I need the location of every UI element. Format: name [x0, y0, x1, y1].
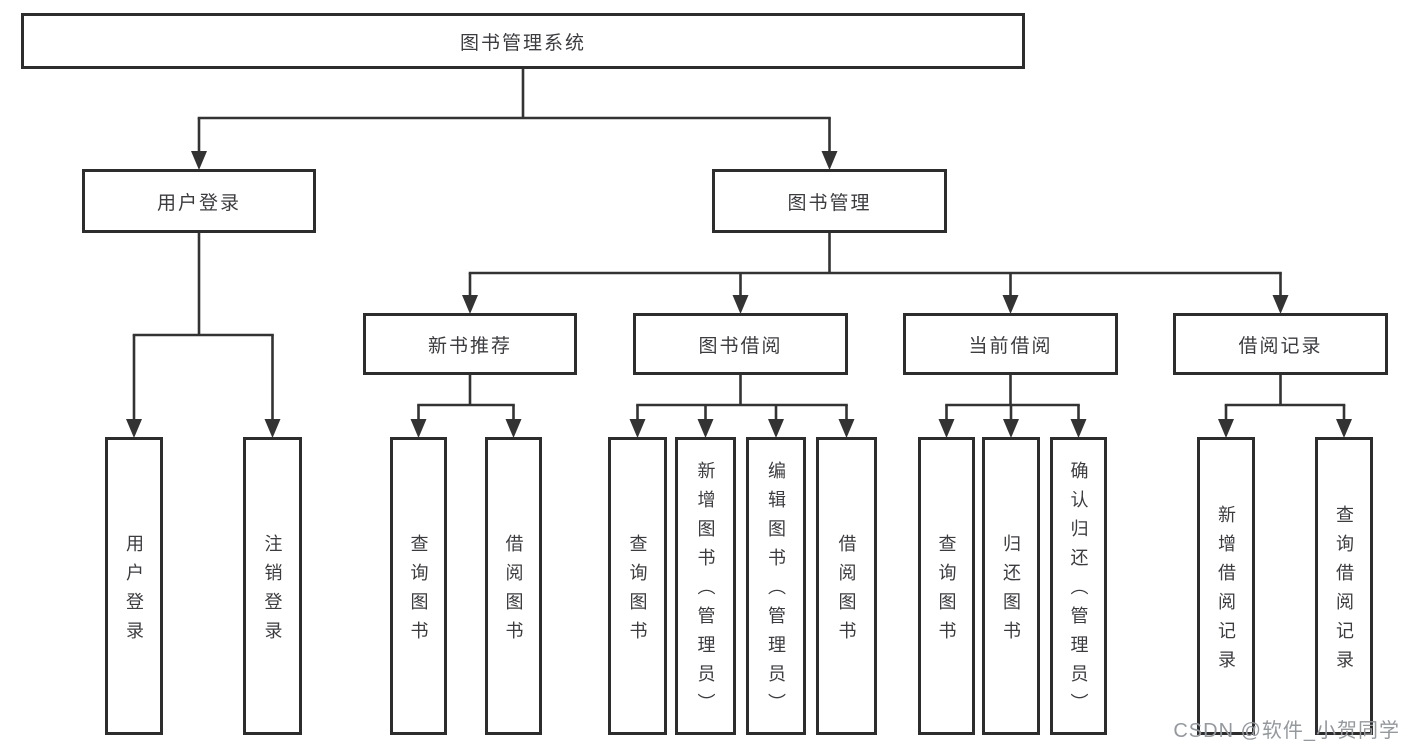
- node-borrow-records: 借阅记录: [1173, 313, 1388, 375]
- node-label-leaf-cb-query: 查询图书: [936, 533, 957, 650]
- node-label-book-mgmt: 图书管理: [787, 192, 872, 214]
- node-leaf-bb-borrow: 借阅图书: [816, 437, 877, 735]
- arrowhead-icon: [1336, 419, 1352, 438]
- node-label-book-borrow: 图书借阅: [698, 335, 783, 357]
- node-label-leaf-bb-add: 新增图书（管理员）: [695, 461, 716, 722]
- arrowhead-icon: [732, 295, 749, 314]
- node-label-new-rec: 新书推荐: [427, 335, 512, 357]
- node-user-login: 用户登录: [82, 169, 316, 233]
- node-label-root: 图书管理系统: [459, 32, 586, 54]
- node-label-leaf-bb-borrow: 借阅图书: [836, 533, 857, 650]
- arrowhead-icon: [697, 419, 714, 438]
- node-current-borrow: 当前借阅: [903, 313, 1118, 375]
- arrowhead-icon: [821, 151, 838, 170]
- node-leaf-user-login: 用户登录: [105, 437, 163, 735]
- arrowhead-icon: [938, 419, 955, 438]
- node-label-current-borrow: 当前借阅: [968, 335, 1053, 357]
- node-label-leaf-bb-edit: 编辑图书（管理员）: [766, 461, 786, 722]
- node-new-rec: 新书推荐: [363, 313, 577, 375]
- node-leaf-cb-query: 查询图书: [918, 437, 975, 735]
- node-leaf-bb-add: 新增图书（管理员）: [675, 437, 736, 735]
- arrowhead-icon: [505, 419, 522, 438]
- node-label-user-login: 用户登录: [156, 192, 241, 214]
- node-label-leaf-rec-borrow: 借阅图书: [503, 533, 524, 650]
- node-leaf-cb-return: 归还图书: [982, 437, 1040, 735]
- arrowhead-icon: [264, 419, 281, 438]
- node-label-leaf-logout: 注销登录: [262, 533, 283, 650]
- node-leaf-rec-query: 查询图书: [390, 437, 447, 735]
- node-label-leaf-cb-return: 归还图书: [1001, 533, 1021, 650]
- arrowhead-icon: [1002, 295, 1019, 314]
- node-label-borrow-records: 借阅记录: [1238, 335, 1323, 357]
- arrowhead-icon: [462, 295, 478, 314]
- csdn-watermark: CSDN @软件_小贺同学: [1173, 720, 1400, 742]
- node-book-borrow: 图书借阅: [633, 313, 848, 375]
- arrowhead-icon: [1070, 419, 1087, 438]
- node-leaf-br-add: 新增借阅记录: [1197, 437, 1255, 735]
- arrowhead-icon: [126, 419, 142, 438]
- node-label-leaf-br-query: 查询借阅记录: [1334, 504, 1354, 679]
- node-label-leaf-cb-confirm: 确认归还（管理员）: [1068, 461, 1089, 722]
- node-root: 图书管理系统: [21, 13, 1025, 69]
- node-leaf-cb-confirm: 确认归还（管理员）: [1050, 437, 1107, 735]
- arrowhead-icon: [191, 151, 207, 170]
- node-label-leaf-rec-query: 查询图书: [408, 533, 429, 650]
- arrowhead-icon: [1218, 419, 1234, 438]
- node-leaf-br-query: 查询借阅记录: [1315, 437, 1373, 735]
- node-label-leaf-br-add: 新增借阅记录: [1216, 504, 1236, 679]
- node-leaf-bb-edit: 编辑图书（管理员）: [746, 437, 806, 735]
- node-leaf-logout: 注销登录: [243, 437, 302, 735]
- arrowhead-icon: [1003, 419, 1019, 438]
- node-leaf-rec-borrow: 借阅图书: [485, 437, 542, 735]
- node-book-mgmt: 图书管理: [712, 169, 947, 233]
- node-label-leaf-bb-query: 查询图书: [627, 533, 648, 650]
- arrowhead-icon: [629, 419, 646, 438]
- node-label-leaf-user-login: 用户登录: [124, 533, 144, 650]
- arrowhead-icon: [768, 419, 784, 438]
- node-leaf-bb-query: 查询图书: [608, 437, 667, 735]
- arrowhead-icon: [410, 419, 427, 438]
- arrowhead-icon: [1272, 295, 1289, 314]
- arrowhead-icon: [838, 419, 855, 438]
